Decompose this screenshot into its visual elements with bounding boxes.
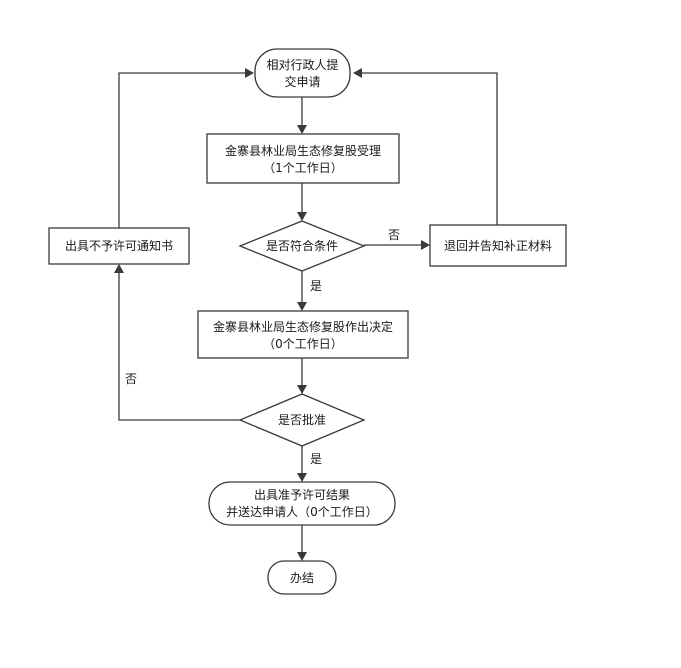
decide-process-line2: （0个工作日）: [263, 337, 343, 351]
edge-return-start: [362, 72, 498, 225]
edge-deny-start: [118, 72, 245, 228]
start-node-line2: 交申请: [284, 74, 320, 89]
result-node-line1: 出具准予许可结果: [254, 488, 350, 502]
edge-label-approve-yes: 是: [310, 452, 322, 466]
arrowhead: [297, 473, 307, 482]
return-process-label: 退回并告知补正材料: [444, 239, 552, 253]
start-node: [254, 48, 351, 98]
return-process: [429, 224, 567, 267]
approve-decision: [238, 393, 366, 447]
condition-decision: [238, 220, 366, 272]
arrowhead: [297, 212, 307, 221]
result-node-line2: 并送达申请人（0个工作日）: [226, 504, 378, 519]
arrowhead: [297, 552, 307, 561]
edge-approve-deny: [118, 273, 242, 421]
edge-label-approve-no: 否: [125, 372, 137, 386]
arrowhead: [114, 264, 124, 273]
deny-process: [48, 227, 190, 265]
accept-process-line2: （1个工作日）: [263, 161, 343, 175]
decide-process-line1: 金寨县林业局生态修复股作出决定: [213, 319, 393, 334]
end-node: [267, 560, 337, 595]
result-node: [208, 481, 396, 526]
accept-process: [206, 133, 400, 184]
arrowhead: [297, 385, 307, 394]
arrowhead: [421, 240, 430, 250]
accept-process-line1: 金寨县林业局生态修复股受理: [225, 143, 381, 158]
deny-process-label: 出具不予许可通知书: [65, 239, 173, 253]
condition-decision-label: 是否符合条件: [266, 238, 338, 253]
start-node-line1: 相对行政人提: [266, 57, 338, 72]
edge-label-cond-no: 否: [388, 228, 400, 242]
edge-label-cond-yes: 是: [310, 279, 322, 293]
arrowhead: [297, 125, 307, 134]
arrowhead: [245, 68, 254, 78]
approve-decision-label: 是否批准: [278, 412, 326, 427]
arrowhead: [353, 68, 362, 78]
decide-process: [197, 310, 409, 359]
arrowhead: [297, 302, 307, 311]
end-node-label: 办结: [290, 570, 314, 585]
